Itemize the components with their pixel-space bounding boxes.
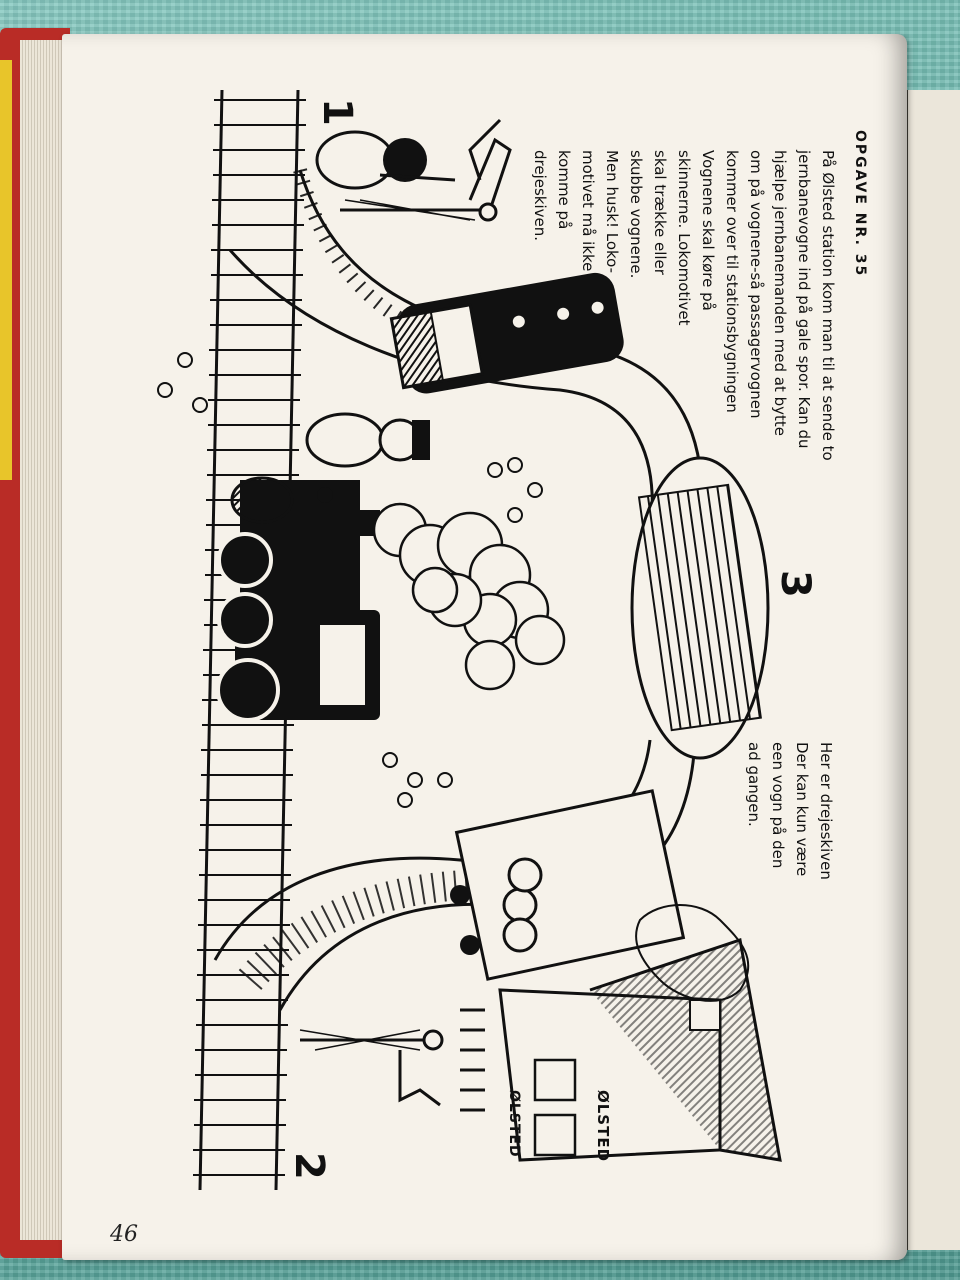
- track-label-1: 1: [314, 98, 360, 126]
- track-label-2: 2: [286, 1152, 332, 1180]
- log-wagon: [450, 789, 686, 981]
- exercise-heading: OPGAVE NR. 35: [852, 130, 868, 278]
- instructions-line: Vognene skal køre på: [699, 150, 717, 311]
- turntable-note: Her er drejeskiven Der kan kun være een …: [742, 742, 838, 880]
- track-label-3: 3: [772, 570, 818, 598]
- book-cover-stripe: [0, 60, 12, 480]
- facing-page: [902, 90, 960, 1250]
- instructions-line: skinnerne. Lokomotivet: [675, 150, 693, 326]
- station-fence: [460, 1008, 485, 1112]
- page-number: 46: [110, 1222, 138, 1247]
- station-sign: ØLSTED: [594, 1090, 612, 1163]
- turntable-note-line: Der kan kun være: [793, 742, 811, 877]
- flowers: [157, 352, 543, 808]
- station-tree: [635, 904, 750, 1002]
- instructions-line: Men husk! Loko-: [603, 150, 621, 274]
- instructions-line: motivet må ikke: [579, 150, 597, 272]
- signal-post-bottom: [299, 1029, 444, 1107]
- signal-post-top: [340, 118, 512, 222]
- instructions-line: jernbanevogne ind på gale spor. Kan du: [795, 150, 813, 449]
- turntable-note-line: een vogn på den: [769, 742, 787, 869]
- instructions-line: skubbe vognene.: [627, 150, 645, 279]
- locomotive: [216, 476, 380, 722]
- instructions-line: drejeskiven.: [531, 150, 549, 242]
- instructions-line: om på vognene-så passagervognen: [747, 150, 765, 419]
- instructions-line: skal trække eller: [651, 150, 669, 275]
- station-building: [498, 938, 782, 1162]
- instructions-text: På Ølsted station kom man til at sende t…: [528, 150, 840, 461]
- instructions-line: komme på: [555, 150, 573, 230]
- railway-worker-pointing: [315, 130, 456, 190]
- passenger-carriage: [389, 272, 624, 394]
- instructions-line: hjælpe jernbanemanden med at bytte: [771, 150, 789, 437]
- station-wall-sign: ØLSTED: [506, 1090, 522, 1158]
- instructions-line: kommer over til stationsbygningen: [723, 150, 741, 413]
- smoke-cloud: [372, 502, 566, 691]
- railway-worker-standing: [305, 412, 430, 468]
- turntable-note-line: ad gangen.: [745, 742, 763, 827]
- instructions-line: På Ølsted station kom man til at sende t…: [819, 150, 837, 461]
- turntable: [630, 456, 770, 760]
- turntable-note-line: Her er drejeskiven: [817, 742, 835, 880]
